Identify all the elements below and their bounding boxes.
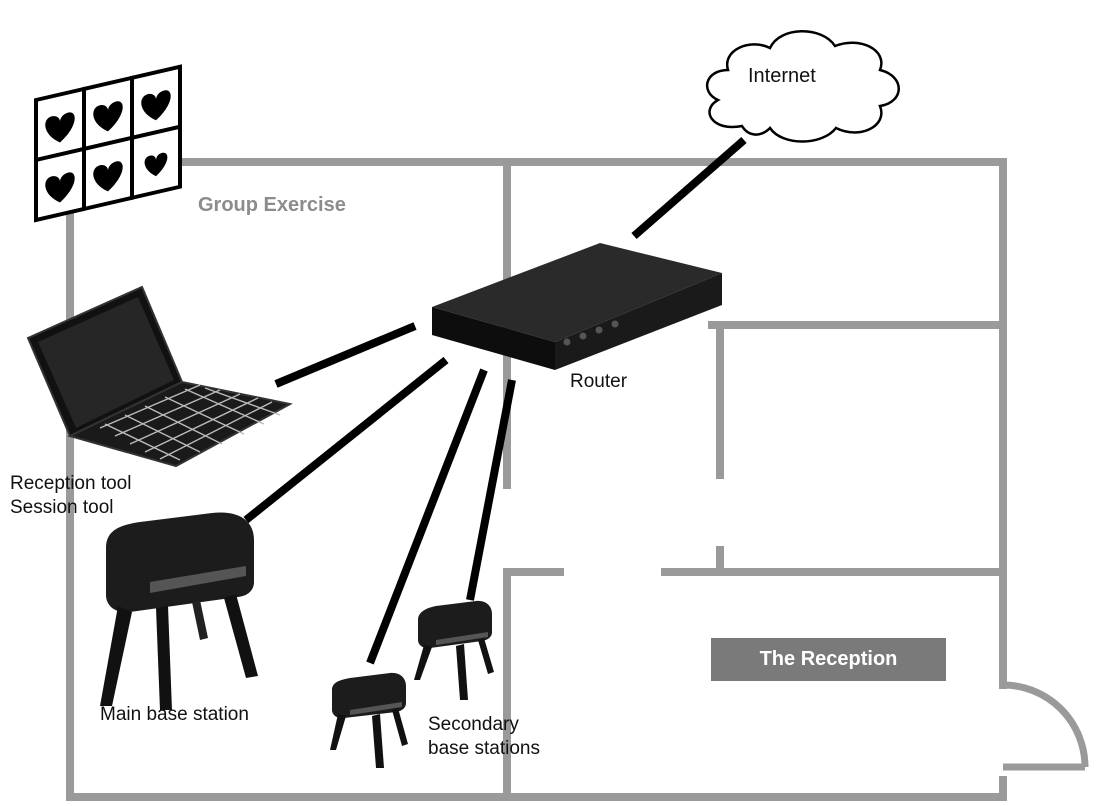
cloud-icon xyxy=(705,30,900,143)
secondary-base-station-icon-1 xyxy=(330,672,408,768)
secondary-base-station-icon-2 xyxy=(414,600,494,700)
secondary-label-line2: base stations xyxy=(428,738,540,759)
session-tool-label: Session tool xyxy=(10,497,114,518)
link-router-laptop xyxy=(274,322,417,388)
main-base-station-icon xyxy=(100,512,258,710)
group-exercise-label: Group Exercise xyxy=(198,194,346,216)
main-base-station-label: Main base station xyxy=(100,704,249,725)
internet-label: Internet xyxy=(748,65,816,87)
link-internet-router xyxy=(631,136,747,240)
heart-rate-display-icon xyxy=(34,64,182,223)
link-router-main-base xyxy=(243,356,449,524)
network-links xyxy=(243,136,747,665)
router-label: Router xyxy=(570,371,628,392)
the-reception-label: The Reception xyxy=(711,638,946,681)
floor-plan-walls xyxy=(66,158,1007,801)
secondary-label-line1: Secondary xyxy=(428,714,519,735)
link-router-secondary-1 xyxy=(366,368,488,665)
laptop-icon xyxy=(26,285,293,468)
router-icon xyxy=(432,243,722,370)
door-swing xyxy=(1002,681,1089,771)
reception-tool-label: Reception tool xyxy=(10,473,132,494)
link-router-secondary-2 xyxy=(466,379,516,601)
